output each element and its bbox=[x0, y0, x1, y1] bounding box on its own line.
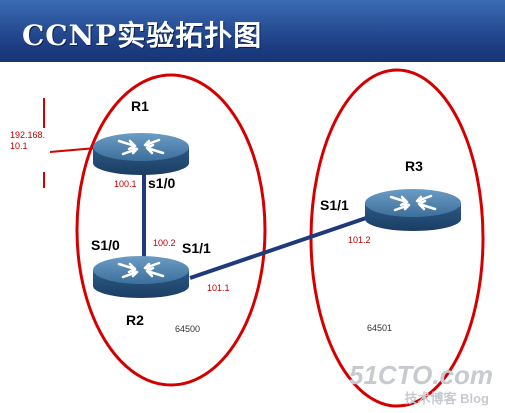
router-r2-icon[interactable] bbox=[93, 256, 189, 298]
title-bar: CCNP实验拓扑图 bbox=[0, 0, 505, 62]
router-r1-label: R1 bbox=[131, 98, 149, 114]
router-r2-label: R2 bbox=[126, 312, 144, 328]
interface-r3-s11: S1/1 bbox=[320, 197, 349, 213]
ip-r2-101: 101.1 bbox=[207, 283, 230, 293]
interface-r2-s11: S1/1 bbox=[182, 240, 211, 256]
as-ellipse-left bbox=[75, 73, 267, 387]
router-r3-label: R3 bbox=[405, 158, 423, 174]
external-link-line bbox=[49, 147, 97, 153]
watermark-subtitle: 技术博客 Blog bbox=[404, 391, 490, 406]
as-number-right: 64501 bbox=[367, 323, 393, 333]
ip-r2-100: 100.2 bbox=[153, 238, 176, 248]
as-number-left: 64500 bbox=[175, 324, 201, 334]
ip-r3-101: 101.2 bbox=[348, 235, 371, 245]
router-r1-icon[interactable] bbox=[93, 133, 189, 175]
as-ellipse-right bbox=[309, 68, 485, 408]
router-r3-icon[interactable] bbox=[365, 189, 461, 231]
interface-r1-s10: s1/0 bbox=[148, 175, 176, 191]
diagram-title: CCNP实验拓扑图 bbox=[22, 19, 263, 52]
ip-r1-100: 100.1 bbox=[114, 179, 137, 189]
external-ip-label: 192.168.10.1 bbox=[10, 130, 46, 151]
interface-r2-s10: S1/0 bbox=[91, 237, 120, 253]
link-r2-r3 bbox=[189, 214, 373, 280]
watermark-logo: 51CTO.com bbox=[348, 360, 493, 390]
